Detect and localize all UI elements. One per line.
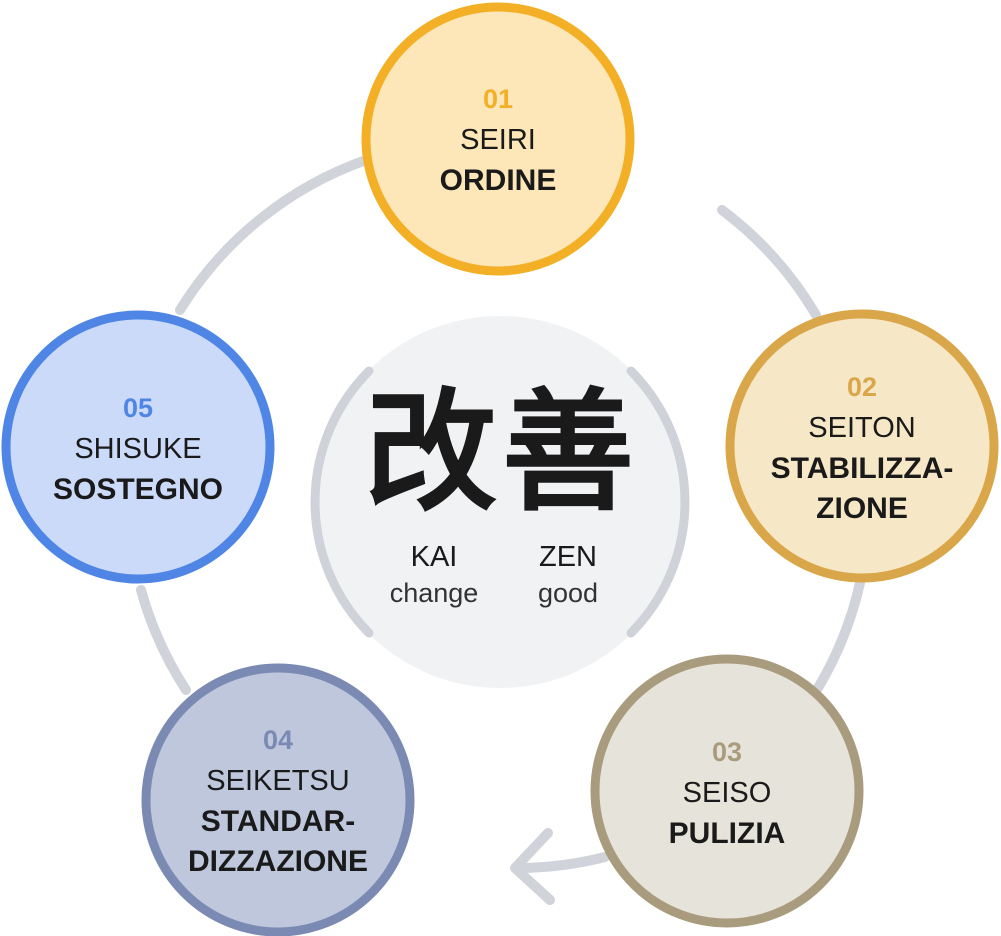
- gloss-change: change: [390, 578, 479, 608]
- ring-arc-03-04: [515, 852, 610, 873]
- step-node-04: 04 SEIKETSU STANDAR- DIZZAZIONE: [141, 663, 415, 936]
- step-node-01: 01 SEIRI ORDINE: [361, 2, 635, 276]
- kanji-kai: 改: [365, 376, 497, 530]
- step-circle: [141, 663, 415, 936]
- ring-arc-04-05: [136, 585, 191, 695]
- step-italian-term: SOSTEGNO: [53, 473, 223, 506]
- step-italian-term-line2: DIZZAZIONE: [188, 845, 368, 878]
- ring-arc-01-02: [717, 205, 821, 320]
- cycle-arrowhead: [510, 828, 555, 905]
- step-node-02: 02 SEITON STABILIZZA- ZIONE: [725, 309, 999, 583]
- step-italian-term-line1: STABILIZZA-: [771, 452, 954, 485]
- step-node-03: 03 SEISO PULIZIA: [590, 654, 864, 928]
- step-circle: [1, 310, 275, 584]
- kanji-zen: 善: [502, 376, 634, 530]
- center-disc: 改 善 KAI change ZEN good: [310, 316, 690, 688]
- word-kai: KAI: [411, 541, 458, 573]
- step-number: 04: [263, 725, 293, 755]
- center-arc-right: [626, 366, 690, 638]
- step-number: 01: [483, 84, 513, 114]
- step-japanese-term: SEIRI: [460, 124, 536, 156]
- step-number: 05: [123, 393, 153, 423]
- step-italian-term: ORDINE: [440, 164, 557, 197]
- step-italian-term: PULIZIA: [669, 817, 786, 850]
- step-node-05: 05 SHISUKE SOSTEGNO: [1, 310, 275, 584]
- step-circle: [590, 654, 864, 928]
- center-arc-left: [310, 366, 374, 638]
- cycle-ring: [136, 155, 865, 905]
- step-italian-term-line2: ZIONE: [816, 492, 908, 525]
- gloss-good: good: [538, 578, 598, 608]
- step-japanese-term: SHISUKE: [74, 433, 201, 465]
- step-japanese-term: SEIKETSU: [206, 765, 349, 797]
- step-japanese-term: SEISO: [683, 777, 772, 809]
- step-japanese-term: SEITON: [808, 412, 915, 444]
- step-circle: [725, 309, 999, 583]
- step-number: 03: [712, 737, 742, 767]
- step-italian-term-line1: STANDAR-: [201, 805, 355, 838]
- word-zen: ZEN: [539, 541, 597, 573]
- step-circle: [361, 2, 635, 276]
- step-number: 02: [847, 372, 877, 402]
- ring-arc-02-03: [813, 578, 865, 693]
- ring-arc-05-01: [175, 155, 371, 315]
- center-background: [314, 316, 686, 688]
